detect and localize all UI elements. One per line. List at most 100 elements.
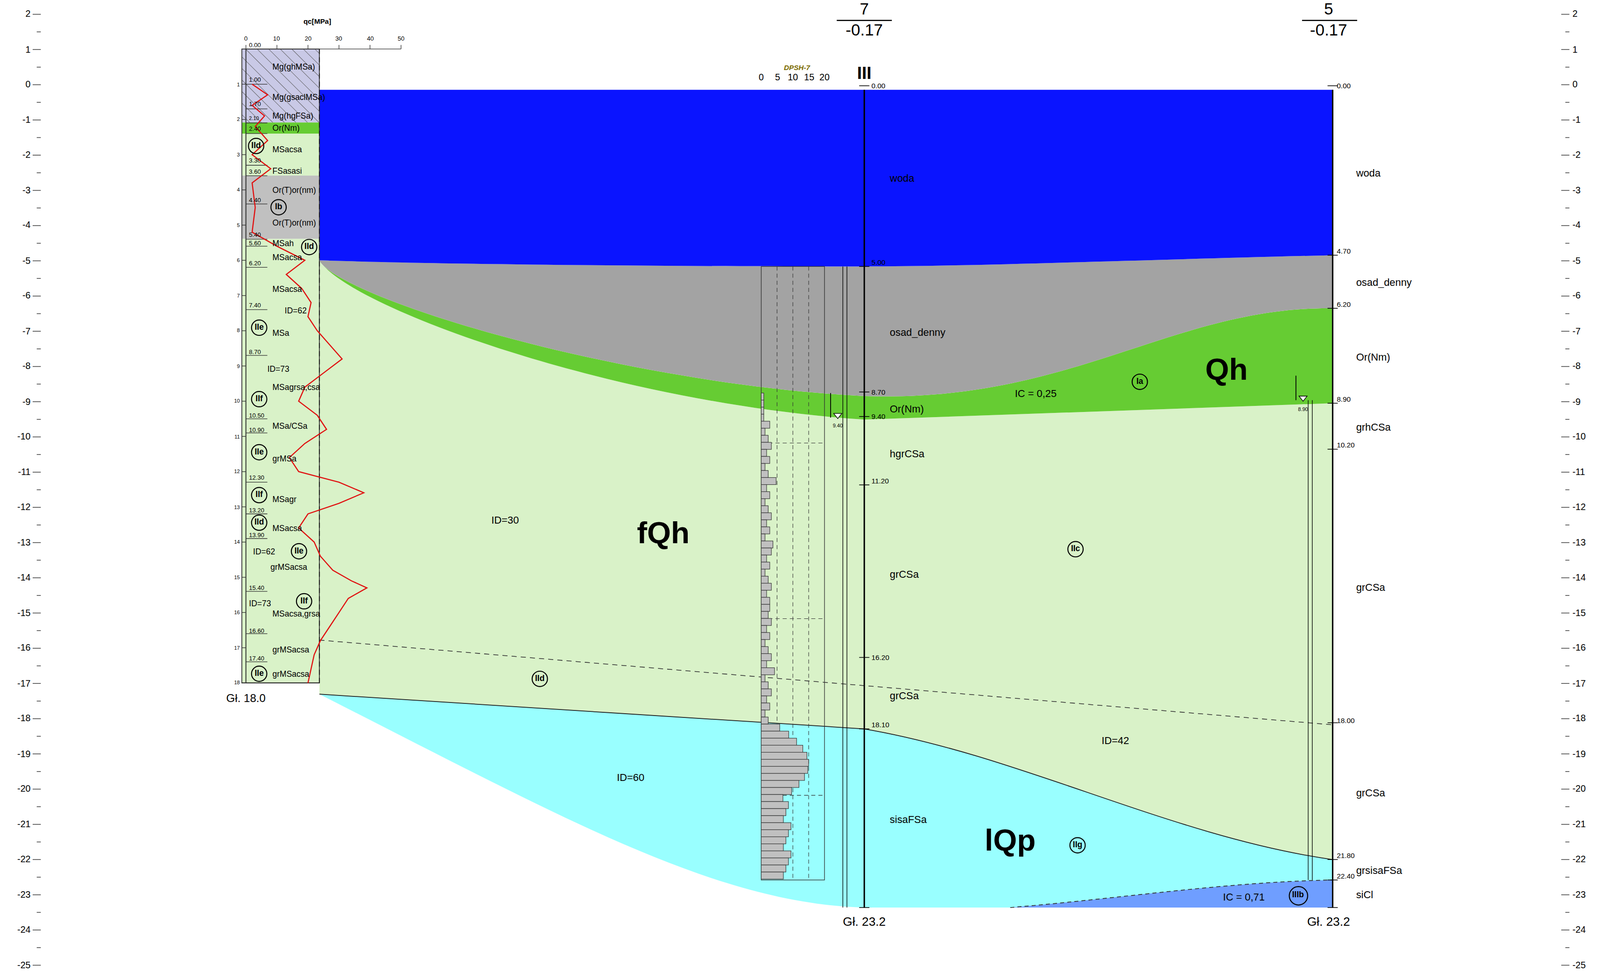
depth-tick [241,154,247,155]
dpsh-bar [761,695,767,703]
borehole-line [842,266,844,908]
sediment-layer [319,254,1333,396]
dpsh-bar [761,611,769,619]
class-code: IIe [294,546,304,555]
axis-tick [36,66,42,68]
depth-tick [241,576,247,578]
axis-tick [1565,348,1570,350]
axis-tick [245,44,247,50]
axis-tick [1565,629,1570,631]
section-label: Or(Nm) [272,124,300,133]
elevation-label: -19 [1572,748,1586,759]
section-label: 50 [397,35,405,42]
axis-tick [1561,295,1570,297]
depth-tick [241,506,247,507]
section-label: 5 [1324,0,1333,18]
dpsh-bar [761,477,776,485]
dpsh-bar [761,392,764,400]
borehole-tick [1327,906,1338,908]
section-label: IC = 0,71 [1223,891,1265,903]
axis-tick [1561,119,1570,121]
section-label: 8.70 [871,388,886,396]
axis-tick [307,44,309,50]
axis-tick [36,348,42,350]
borehole-tick [859,391,870,393]
axis-tick [1565,101,1570,103]
axis-tick [32,471,41,473]
class-circle: IIf [251,390,268,408]
elevation-label: 1 [1572,44,1578,55]
section-label: 1.00 [248,76,261,83]
axis-tick [32,330,41,332]
class-code: IIf [300,597,309,606]
section-label: Mg(ghMSa) [272,63,316,72]
axis-tick [1561,929,1570,931]
class-code: IIe [254,447,264,456]
dpsh-bar [761,463,765,471]
borehole-line [1307,400,1309,880]
dpsh-bar [761,470,769,478]
depth-label: 6 [237,257,240,263]
depth-tick [246,175,268,177]
axis-tick [1561,436,1570,438]
section-label: 11.20 [871,477,889,485]
axis-tick [1561,471,1570,473]
depth-label: 15 [233,574,240,580]
section-label: 15.40 [248,584,265,591]
axis-tick [36,172,42,174]
axis-tick [369,44,371,50]
section-label: 17.40 [248,655,265,662]
class-circle: IIc [1067,540,1084,557]
axis-tick [1561,964,1570,966]
depth-label: 17 [233,644,240,650]
layer-boundary [319,693,1333,860]
cpt-curve [252,84,367,683]
axis-tick [32,190,41,191]
section-label: III [857,64,872,83]
water-marker [830,392,832,417]
axis-tick [1561,788,1570,790]
section-label: Gł. 23.2 [842,915,886,928]
axis-tick [36,946,42,948]
elevation-label: 2 [25,9,31,20]
elevation-label: -19 [17,748,31,759]
section-label: 1.70 [248,100,261,107]
depth-tick [241,119,247,120]
axis-tick [1561,718,1570,719]
class-code: Ia [1136,377,1144,386]
dpsh-bar [761,442,772,450]
class-circle: IId [301,238,318,255]
borehole-line [863,89,866,908]
section-label: Mg(gsaclMSa) [272,93,326,102]
axis-tick [36,101,42,103]
elevation-label: -24 [17,924,31,935]
section-label: 8.90 [1297,406,1308,412]
section-label: 2.10 [248,115,259,121]
section-label: qc[MPa] [303,17,332,25]
axis-tick [1565,172,1570,174]
axis-tick [36,594,42,596]
axis-tick [1561,401,1570,402]
depth-tick [246,661,268,662]
depth-label: 11 [234,433,240,439]
axis-tick [32,542,41,543]
dpsh-bar [761,414,764,422]
section-label: MSah [272,239,295,248]
dpsh-bar [761,576,769,584]
section-label: 0.00 [871,82,886,90]
axis-tick [36,489,42,491]
borehole-tick [859,266,870,268]
depth-tick [246,84,268,85]
axis-tick [32,929,41,931]
depth-tick [241,224,247,226]
dpsh-bar [761,597,770,605]
dpsh-bar [761,773,805,781]
section-label: ID=60 [616,772,645,783]
dpsh-bar [761,547,772,555]
borehole-line [1332,89,1334,908]
borehole-line [846,266,847,908]
section-label: 5.40 [248,231,261,238]
elevation-label: -23 [1572,889,1586,900]
class-code: IIe [254,669,264,678]
dpsh-grid [792,266,794,880]
